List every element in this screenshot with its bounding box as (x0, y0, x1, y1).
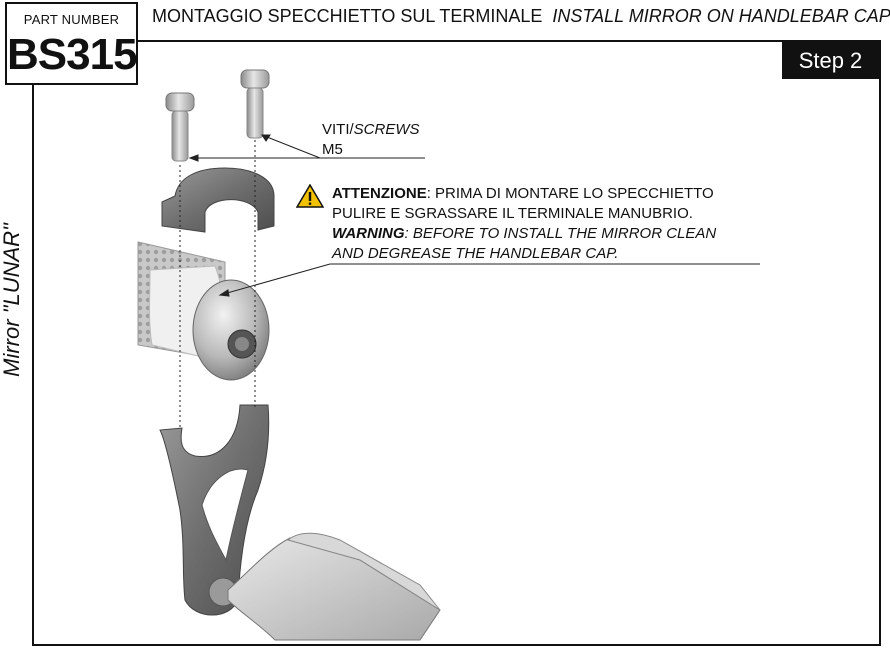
screws-label-it: VITI/ (322, 121, 354, 138)
warning-en-line1: WARNING: BEFORE TO INSTALL THE MIRROR CL… (332, 224, 716, 244)
alignment-dashed-lines (179, 140, 256, 430)
part-number-value: BS315 (7, 30, 138, 79)
warning-en-text1: : BEFORE TO INSTALL THE MIRROR CLEAN (404, 225, 717, 242)
warning-it-line1: ATTENZIONE: PRIMA DI MONTARE LO SPECCHIE… (332, 184, 714, 204)
instruction-frame (32, 40, 881, 646)
step-badge: Step 2 (782, 42, 879, 79)
title-italian: MONTAGGIO SPECCHIETTO SUL TERMINALE (152, 6, 543, 26)
warning-it-line2: PULIRE E SGRASSARE IL TERMINALE MANUBRIO… (332, 205, 693, 222)
warning-it-head: ATTENZIONE (332, 185, 427, 202)
warning-en-line2: AND DEGREASE THE HANDLEBAR CAP. (332, 244, 618, 264)
warning-triangle-icon (296, 184, 324, 208)
screws-label: VITI/SCREWS (322, 120, 420, 140)
warning-it-text1: : PRIMA DI MONTARE LO SPECCHIETTO (426, 185, 714, 202)
title-english: INSTALL MIRROR ON HANDLEBAR CAP (552, 6, 890, 26)
mirror-arm (159, 404, 270, 616)
screw-right (240, 69, 270, 139)
screw-left (165, 92, 195, 162)
warning-en-head: WARNING (332, 225, 405, 242)
part-number-box: PART NUMBER BS315 (5, 2, 138, 85)
screws-label-en: SCREWS (353, 121, 420, 138)
part-number-label: PART NUMBER (23, 12, 120, 27)
screws-leader-lines (188, 134, 425, 162)
mirror-head (227, 532, 441, 641)
warning-en-text2: AND DEGREASE THE HANDLEBAR CAP. (332, 245, 619, 262)
page-title: MONTAGGIO SPECCHIETTO SUL TERMINALE INSTA… (152, 6, 890, 27)
upper-clamp (161, 167, 275, 233)
handlebar-cap (192, 279, 270, 381)
warning-leader-line (218, 263, 760, 297)
screws-size: M5 (322, 141, 343, 158)
